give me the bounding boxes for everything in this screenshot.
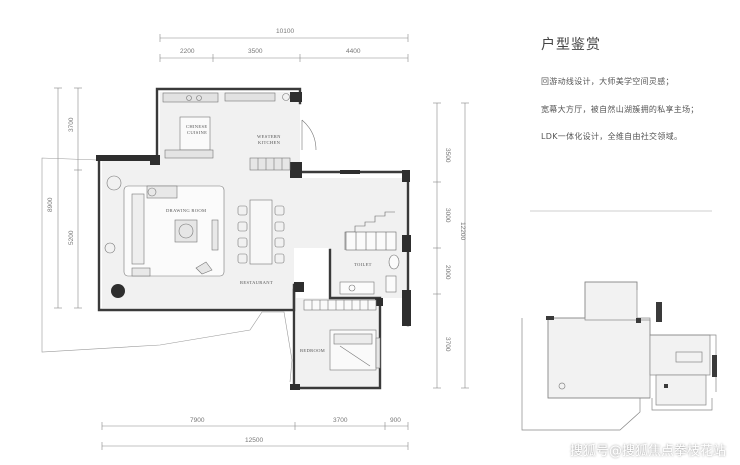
feature-line-3: LDK一体化设计，全维自由社交领域。	[541, 132, 683, 141]
watermark: 搜狐号@搜狐焦点拳枝花站	[569, 444, 726, 459]
room-label-toilet: TOILET	[354, 262, 372, 267]
room-label-western-1: WESTERN	[257, 134, 281, 139]
dim-right-4: 3700	[444, 337, 451, 352]
chinese-kitchen	[162, 92, 219, 159]
room-label-chinese-2: CUISINE	[187, 130, 207, 135]
dim-right-2: 3000	[444, 208, 451, 223]
dim-bottom-3: 900	[390, 417, 401, 424]
drawing-room-furniture	[104, 175, 225, 277]
dim-left-1: 3700	[68, 117, 75, 132]
staircase	[344, 211, 397, 251]
dim-left-3: 5200	[68, 230, 75, 245]
dim-right-3: 2000	[444, 265, 451, 280]
right-dimensions	[433, 102, 469, 389]
panel-title: 户型鉴赏	[541, 37, 601, 53]
dim-right-total: 12200	[459, 222, 466, 240]
room-label-restaurant: RESTAURANT	[240, 280, 273, 285]
bottom-dimensions	[101, 422, 409, 450]
top-dimensions	[159, 34, 409, 62]
dim-top-3: 4400	[346, 48, 361, 55]
dim-right-1: 3500	[444, 148, 451, 163]
left-dimensions	[54, 87, 82, 309]
dim-bottom-total: 12500	[245, 437, 263, 444]
dim-left-2: 8900	[47, 197, 54, 212]
room-label-western-2: KITCHEN	[258, 140, 281, 145]
dim-bottom-2: 3700	[333, 417, 348, 424]
dim-top-1: 2200	[180, 48, 195, 55]
key-plan-walls	[546, 302, 717, 388]
dim-bottom-1: 7900	[190, 417, 205, 424]
terrace-outline	[41, 157, 293, 383]
bedroom-furniture	[303, 299, 381, 371]
room-label-drawing: DRAWING ROOM	[166, 208, 206, 213]
key-plan	[521, 281, 717, 431]
toilet-fixtures	[339, 254, 400, 295]
dim-top-total: 10100	[276, 28, 294, 35]
feature-line-2: 宽幕大方厅，被自然山湖簇拥的私享主场；	[541, 105, 699, 114]
dim-top-2: 3500	[248, 48, 263, 55]
dining-table	[237, 199, 285, 265]
western-kitchen	[224, 92, 317, 171]
wall-blocks	[96, 92, 411, 390]
feature-line-1: 回游动线设计，大师美学空间灵感；	[541, 77, 674, 86]
column	[111, 284, 125, 298]
room-label-chinese-1: CHINESE	[186, 124, 208, 129]
room-label-bedroom: BEDROOM	[300, 348, 325, 353]
